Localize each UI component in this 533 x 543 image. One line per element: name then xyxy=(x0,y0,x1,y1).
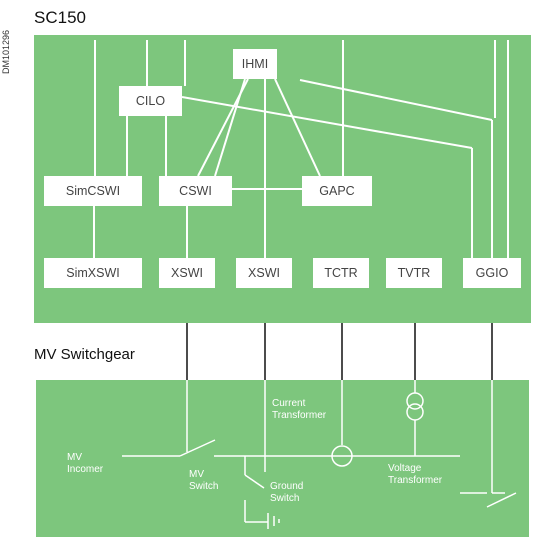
node-tvtr: TVTR xyxy=(386,258,442,288)
node-tctr: TCTR xyxy=(313,258,369,288)
node-simxswi: SimXSWI xyxy=(44,258,142,288)
node-cilo: CILO xyxy=(119,86,182,116)
label-line: Transformer xyxy=(388,475,443,486)
node-gapc: GAPC xyxy=(302,176,372,206)
label-mv-switch: MV Switch xyxy=(189,469,218,493)
node-xswi-1: XSWI xyxy=(159,258,215,288)
label-line: Switch xyxy=(270,493,300,504)
label-line: Current xyxy=(272,398,306,409)
label-ground-switch: Ground Switch xyxy=(270,481,303,505)
diagram-title: SC150 xyxy=(34,8,86,27)
section-label-mv-switchgear: MV Switchgear xyxy=(34,346,135,363)
label-line: Transformer xyxy=(272,410,327,421)
node-cswi: CSWI xyxy=(159,176,232,206)
node-ihmi: IHMI xyxy=(233,49,277,79)
label-line: Switch xyxy=(189,481,219,492)
label-line: Incomer xyxy=(67,464,104,475)
label-mv-incomer: MV Incomer xyxy=(67,452,103,476)
label-current-transformer: Current Transformer xyxy=(272,398,326,422)
label-line: Voltage xyxy=(388,463,422,474)
node-ggio: GGIO xyxy=(463,258,521,288)
node-xswi-2: XSWI xyxy=(236,258,292,288)
label-line: MV xyxy=(189,469,204,480)
label-line: Ground xyxy=(270,481,304,492)
node-simcswi: SimCSWI xyxy=(44,176,142,206)
label-line: MV xyxy=(67,452,82,463)
mv-switchgear-panel xyxy=(36,380,529,537)
document-id: DM101296 xyxy=(1,29,11,74)
label-voltage-transformer: Voltage Transformer xyxy=(388,463,442,487)
